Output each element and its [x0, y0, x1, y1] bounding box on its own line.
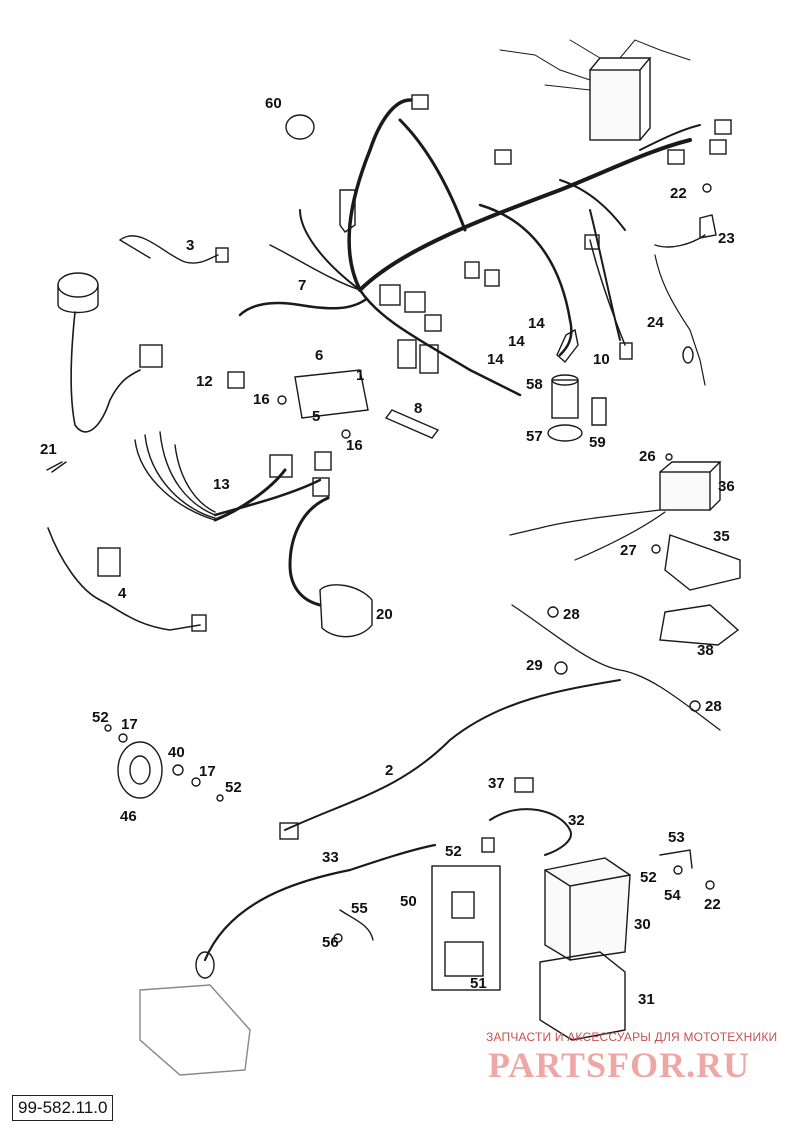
- callout-57: 57: [526, 428, 543, 445]
- callout-52: 52: [225, 779, 242, 796]
- callout-14: 14: [487, 351, 504, 368]
- callout-3: 3: [186, 237, 194, 254]
- callout-22: 22: [704, 896, 721, 913]
- callout-31: 31: [638, 991, 655, 1008]
- watermark-brand: PARTSFOR.RU: [488, 1045, 751, 1085]
- callout-17: 17: [121, 716, 138, 733]
- pickup-coil: [57, 272, 163, 433]
- callout-7: 7: [298, 277, 306, 294]
- callout-14: 14: [508, 333, 525, 350]
- callout-12: 12: [196, 373, 213, 390]
- long-cable: [284, 679, 621, 831]
- callout-52: 52: [445, 843, 462, 860]
- callout-36: 36: [718, 478, 735, 495]
- callout-20: 20: [376, 606, 393, 623]
- callout-27: 27: [620, 542, 637, 559]
- callout-58: 58: [526, 376, 543, 393]
- callout-53: 53: [668, 829, 685, 846]
- sensor-cable: [119, 235, 229, 264]
- callout-35: 35: [713, 528, 730, 545]
- callout-40: 40: [168, 744, 185, 761]
- callout-33: 33: [322, 849, 339, 866]
- callout-50: 50: [400, 893, 417, 910]
- callout-28: 28: [705, 698, 722, 715]
- callout-10: 10: [593, 351, 610, 368]
- callout-37: 37: [488, 775, 505, 792]
- callout-54: 54: [664, 887, 681, 904]
- callout-13: 13: [213, 476, 230, 493]
- callout-56: 56: [322, 934, 339, 951]
- auxiliary-harness: [134, 431, 332, 522]
- callout-30: 30: [634, 916, 651, 933]
- callout-26: 26: [639, 448, 656, 465]
- callout-22: 22: [670, 185, 687, 202]
- callout-52: 52: [640, 869, 657, 886]
- callout-17: 17: [199, 763, 216, 780]
- callout-32: 32: [568, 812, 585, 829]
- main-wiring-harness: [238, 94, 732, 397]
- callout-8: 8: [414, 400, 422, 417]
- callout-5: 5: [312, 408, 320, 425]
- callout-29: 29: [526, 657, 543, 674]
- callout-6: 6: [315, 347, 323, 364]
- callout-21: 21: [40, 441, 57, 458]
- callout-59: 59: [589, 434, 606, 451]
- callout-51: 51: [470, 975, 487, 992]
- callout-60: 60: [265, 95, 282, 112]
- callout-52: 52: [92, 709, 109, 726]
- battery: [544, 857, 631, 961]
- callout-1: 1: [356, 367, 364, 384]
- callout-38: 38: [697, 642, 714, 659]
- cdi-control-box: [499, 39, 691, 141]
- callout-2: 2: [385, 762, 393, 779]
- callout-23: 23: [718, 230, 735, 247]
- watermark-subtitle: ЗАПЧАСТИ И АКСЕССУАРЫ ДЛЯ МОТОТЕХНИКИ: [486, 1030, 778, 1044]
- callout-24: 24: [647, 314, 664, 331]
- callout-4: 4: [118, 585, 127, 602]
- callout-16: 16: [253, 391, 270, 408]
- callout-16: 16: [346, 437, 363, 454]
- callout-55: 55: [351, 900, 368, 917]
- callout-46: 46: [120, 808, 137, 825]
- reference-code: 99-582.11.0: [12, 1095, 114, 1121]
- callout-28: 28: [563, 606, 580, 623]
- clamp-ring: [285, 114, 315, 140]
- callout-14: 14: [528, 315, 545, 332]
